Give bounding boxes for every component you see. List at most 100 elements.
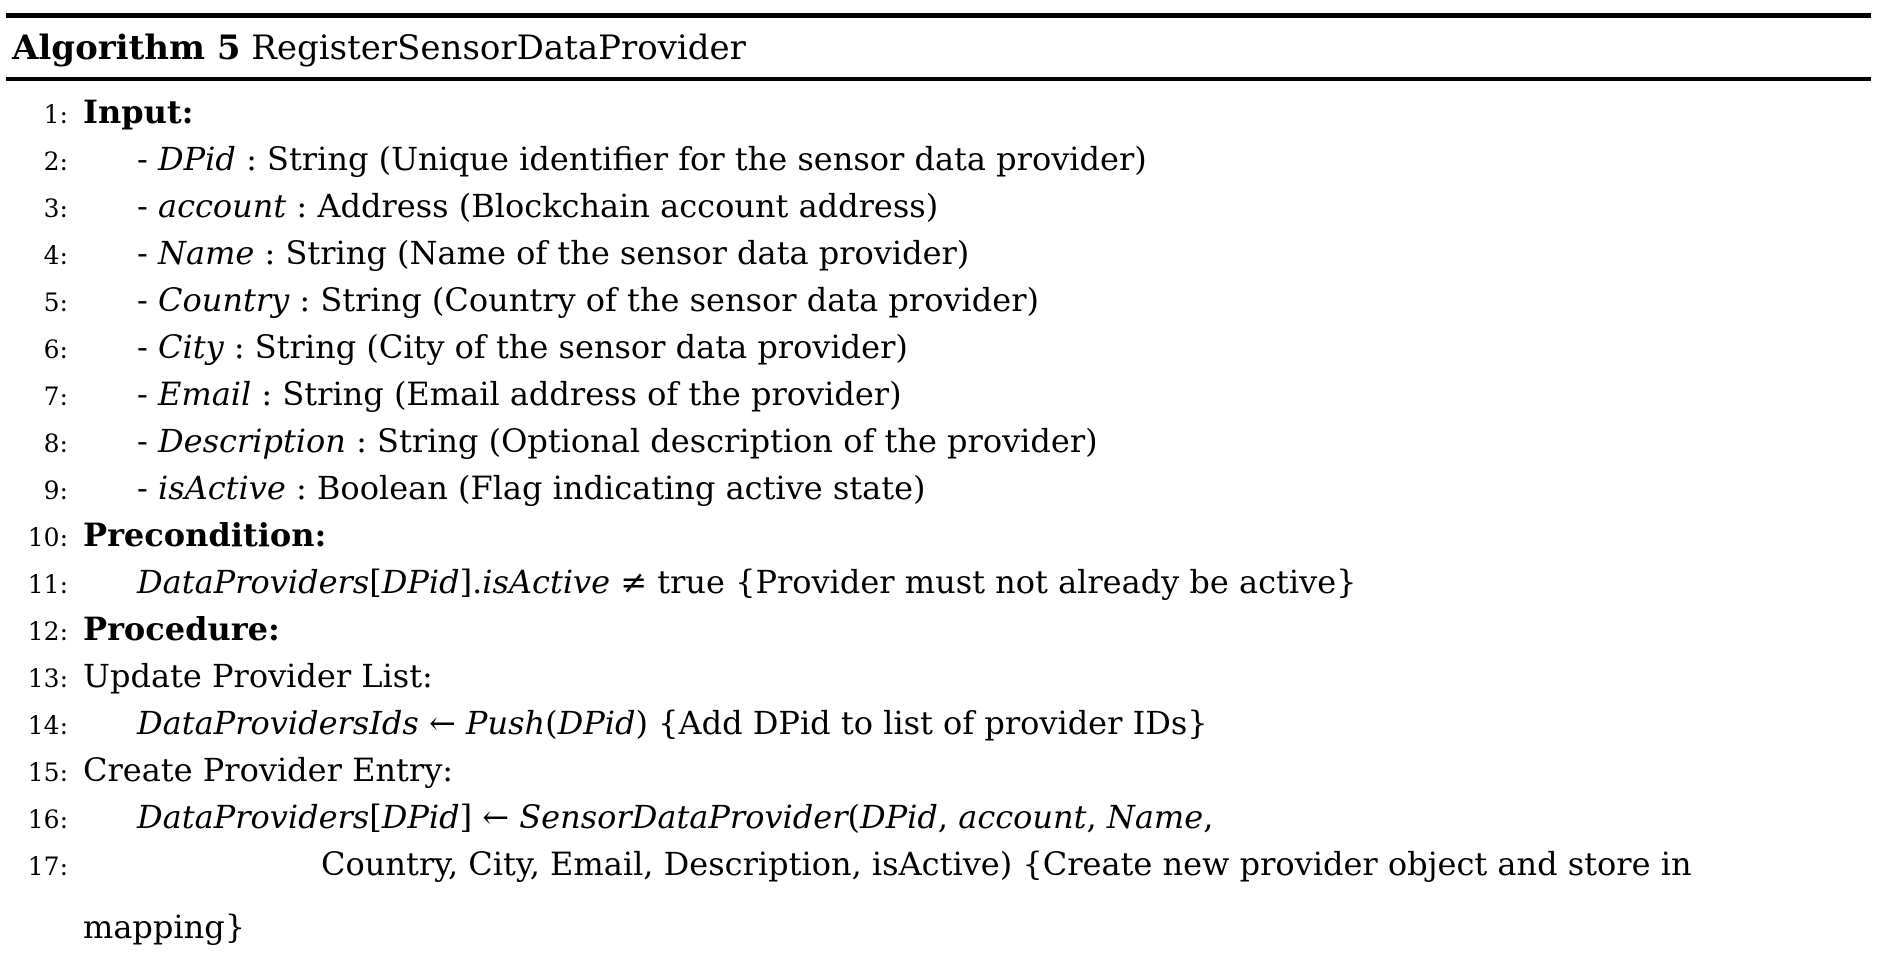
math-identifier: Name: [157, 234, 255, 272]
line-content: - isActive : Boolean (Flag indicating ac…: [83, 466, 925, 511]
math-identifier: DPid: [381, 798, 460, 836]
plain-text: -: [137, 328, 158, 366]
math-identifier: City: [157, 328, 224, 366]
line-content: - account : Address (Blockchain account …: [83, 184, 938, 229]
plain-text: ].: [459, 563, 483, 601]
algorithm-header: Algorithm 5 RegisterSensorDataProvider: [6, 18, 1871, 77]
line-content: mapping}: [83, 905, 245, 950]
line-number: 15:: [27, 758, 68, 787]
algorithm-line: 14: DataProvidersIds ← Push(DPid) {Add DP…: [6, 701, 1871, 748]
plain-text: : String (City of the sensor data provid…: [223, 328, 908, 366]
line-number: 1:: [43, 100, 68, 129]
algorithm-line: 2: - DPid : String (Unique identifier for…: [6, 137, 1871, 184]
plain-text: (: [847, 798, 860, 836]
line-number: 10:: [27, 523, 68, 552]
header-space: [240, 28, 251, 68]
plain-text: ,: [1203, 798, 1214, 836]
algorithm-line: 13: Update Provider List:: [6, 654, 1871, 701]
line-content: DataProviders[DPid].isActive ≠ true {Pro…: [83, 560, 1356, 605]
plain-text: ] ←: [459, 798, 520, 836]
line-content: Precondition:: [83, 513, 326, 558]
algorithm-line-continuation: mapping}: [6, 905, 1871, 950]
line-number: 14:: [27, 711, 68, 740]
line-content: Procedure:: [83, 607, 280, 652]
line-content: Update Provider List:: [83, 654, 433, 699]
plain-text: (: [545, 704, 558, 742]
math-identifier: isActive: [157, 469, 286, 507]
algorithm-line: 3: - account : Address (Blockchain accoun…: [6, 184, 1871, 231]
top-rule: [6, 13, 1871, 18]
plain-text: -: [137, 140, 158, 178]
line-number: 3:: [43, 194, 68, 223]
algorithm-line: 11: DataProviders[DPid].isActive ≠ true {…: [6, 560, 1871, 607]
plain-text: ) {Add DPid to list of provider IDs}: [635, 704, 1208, 742]
plain-text: Create Provider Entry:: [83, 751, 454, 789]
line-content: DataProvidersIds ← Push(DPid) {Add DPid …: [83, 701, 1208, 746]
math-identifier: DPid: [381, 563, 460, 601]
plain-text: -: [137, 469, 158, 507]
keyword-text: Procedure:: [83, 610, 280, 648]
math-identifier: Country: [157, 281, 290, 319]
plain-text: -: [137, 234, 158, 272]
math-identifier: DataProviders: [137, 563, 370, 601]
algorithm-line: 10: Precondition:: [6, 513, 1871, 560]
line-content: Create Provider Entry:: [83, 748, 453, 793]
plain-text: : String (Name of the sensor data provid…: [254, 234, 970, 272]
plain-text: [: [369, 563, 382, 601]
algorithm-line: 9:- isActive : Boolean (Flag indicating …: [6, 466, 1871, 513]
line-content: - Description : String (Optional descrip…: [83, 419, 1098, 464]
plain-text: Country, City, Email, Description, isAct…: [321, 845, 1692, 883]
math-identifier: DPid: [859, 798, 938, 836]
line-content: - Country : String (Country of the senso…: [83, 278, 1039, 323]
plain-text: [: [369, 798, 382, 836]
keyword-text: Input:: [83, 93, 194, 131]
plain-text: : String (Email address of the provider): [251, 375, 902, 413]
algorithm-line: 1: Input:: [6, 90, 1871, 137]
keyword-text: Precondition:: [83, 516, 327, 554]
line-number: 13:: [27, 664, 68, 693]
algorithm-line: 16:DataProviders[DPid] ← SensorDataProvi…: [6, 795, 1871, 842]
line-content: Input:: [83, 90, 193, 135]
plain-text: Update Provider List:: [83, 657, 433, 695]
math-identifier: Email: [157, 375, 252, 413]
line-number: 5:: [43, 288, 68, 317]
plain-text: ,: [1086, 798, 1107, 836]
algorithm-body: 1: Input: 2: - DPid : String (Unique identi…: [6, 81, 1871, 950]
math-identifier: DataProvidersIds: [137, 704, 419, 742]
math-identifier: SensorDataProvider: [519, 798, 848, 836]
math-identifier: account: [958, 798, 1087, 836]
algorithm-line: 12:Procedure:: [6, 607, 1871, 654]
plain-text: -: [137, 281, 158, 319]
line-content: - Email : String (Email address of the p…: [83, 372, 902, 417]
line-content: - City : String (City of the sensor data…: [83, 325, 908, 370]
algorithm-line: 4:- Name : String (Name of the sensor da…: [6, 231, 1871, 278]
line-number: 2:: [43, 147, 68, 176]
plain-text: ,: [937, 798, 959, 836]
header-rule: [6, 77, 1871, 81]
algorithm-line: 17: Country, City, Email, Description, is…: [6, 842, 1871, 889]
math-identifier: Description: [157, 422, 346, 460]
plain-text: : String (Unique identifier for the sens…: [235, 140, 1147, 178]
line-number: 6:: [43, 335, 68, 364]
math-identifier: DPid: [557, 704, 636, 742]
plain-text: : Address (Blockchain account address): [286, 187, 939, 225]
math-identifier: DPid: [157, 140, 236, 178]
algorithm-line: 5: - Country : String (Country of the sen…: [6, 278, 1871, 325]
plain-text: -: [137, 375, 158, 413]
plain-text: : String (Country of the sensor data pro…: [289, 281, 1039, 319]
algorithm-label: Algorithm 5: [12, 28, 241, 68]
plain-text: ←: [418, 704, 466, 742]
line-number: 8:: [43, 429, 68, 458]
math-identifier: DataProviders: [137, 798, 370, 836]
line-number: 7:: [43, 382, 68, 411]
line-content: - DPid : String (Unique identifier for t…: [83, 137, 1147, 182]
math-identifier: isActive: [482, 563, 611, 601]
line-number: 16:: [27, 805, 68, 834]
line-number: 11:: [27, 570, 68, 599]
plain-text: ≠ true {Provider must not already be act…: [610, 563, 1357, 601]
line-content: Country, City, Email, Description, isAct…: [83, 842, 1692, 887]
line-number: 17:: [27, 852, 68, 881]
plain-text: -: [137, 422, 158, 460]
math-identifier: account: [157, 187, 287, 225]
